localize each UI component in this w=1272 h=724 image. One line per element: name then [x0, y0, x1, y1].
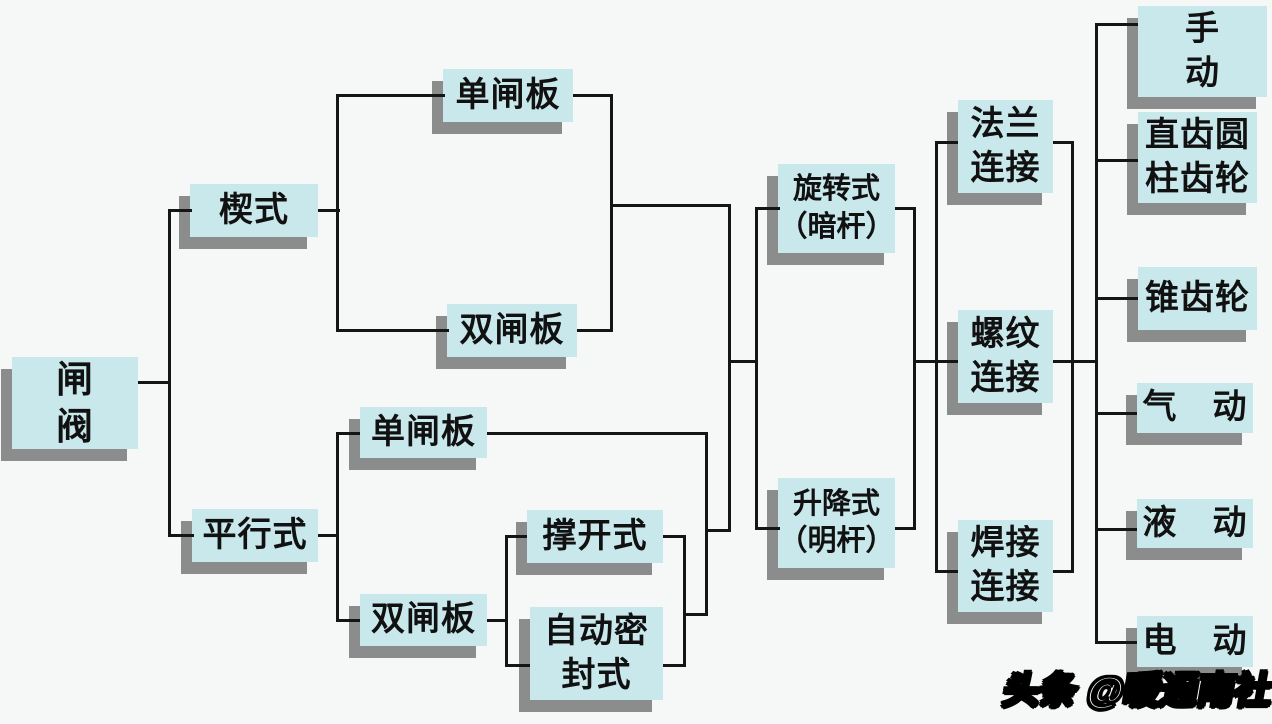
- node-threaded-connection: 螺纹 连接: [958, 310, 1053, 403]
- connector: [1095, 159, 1138, 162]
- connector: [505, 664, 530, 667]
- connector: [336, 94, 445, 97]
- connector: [1095, 23, 1098, 644]
- connector: [728, 360, 757, 363]
- connector: [168, 209, 171, 537]
- connector: [610, 204, 730, 207]
- connector: [487, 432, 707, 435]
- connector: [913, 207, 916, 530]
- connector: [685, 613, 707, 616]
- connector: [168, 209, 192, 212]
- connector: [705, 529, 730, 532]
- connector: [1095, 641, 1137, 644]
- connector: [1071, 141, 1074, 573]
- connector: [487, 619, 507, 622]
- node-self-sealing: 自动密 封式: [530, 607, 663, 700]
- connector: [318, 209, 340, 212]
- connector: [895, 527, 915, 530]
- watermark: 头条 @暖通南社: [999, 669, 1272, 712]
- connector: [336, 432, 339, 622]
- connector: [138, 381, 170, 384]
- node-lifting-rising-stem: 升降式 （明杆）: [778, 478, 895, 568]
- node-parallel: 平行式: [192, 509, 318, 562]
- connector: [336, 619, 360, 622]
- connector: [505, 535, 527, 538]
- connector: [1095, 528, 1137, 531]
- connector: [1095, 412, 1137, 415]
- connector: [755, 207, 780, 210]
- node-hydraulic: 液 动: [1137, 499, 1253, 548]
- connector: [1053, 570, 1073, 573]
- connector: [318, 534, 338, 537]
- connector: [573, 94, 612, 97]
- connector: [705, 432, 708, 616]
- connector: [505, 535, 508, 667]
- connector: [1095, 23, 1138, 26]
- node-welded-connection: 焊接 连接: [958, 520, 1053, 612]
- node-wedge-single-disc: 单闸板: [443, 69, 573, 122]
- connector: [336, 94, 339, 332]
- connector: [168, 534, 194, 537]
- connector: [610, 94, 613, 332]
- node-rotary-hidden-stem: 旋转式 （暗杆）: [778, 164, 895, 253]
- node-expanding: 撑开式: [527, 510, 663, 563]
- connector: [577, 329, 612, 332]
- connector: [336, 329, 449, 332]
- node-wedge: 楔式: [190, 184, 318, 237]
- node-flange-connection: 法兰 连接: [958, 100, 1053, 193]
- node-spur-cylindrical-gear: 直齿圆 柱齿轮: [1138, 112, 1257, 203]
- node-gate-valve: 闸 阀: [12, 357, 138, 449]
- node-parallel-single-disc: 单闸板: [360, 407, 487, 458]
- node-manual: 手 动: [1138, 6, 1267, 97]
- connector: [895, 207, 915, 210]
- connector: [663, 664, 685, 667]
- connector: [755, 527, 780, 530]
- connector: [935, 141, 938, 573]
- connector: [935, 141, 958, 144]
- connector: [1053, 141, 1073, 144]
- connector: [935, 570, 958, 573]
- node-bevel-gear: 锥齿轮: [1138, 267, 1257, 330]
- connector: [683, 535, 686, 667]
- connector: [755, 207, 758, 530]
- connector: [1053, 360, 1097, 363]
- connector: [1095, 297, 1138, 300]
- connector: [663, 535, 685, 538]
- node-electric: 电 动: [1137, 616, 1253, 667]
- node-pneumatic: 气 动: [1137, 383, 1253, 433]
- node-parallel-double-disc: 双闸板: [360, 594, 487, 646]
- node-wedge-double-disc: 双闸板: [447, 304, 577, 357]
- connector: [336, 432, 360, 435]
- connector: [728, 204, 731, 532]
